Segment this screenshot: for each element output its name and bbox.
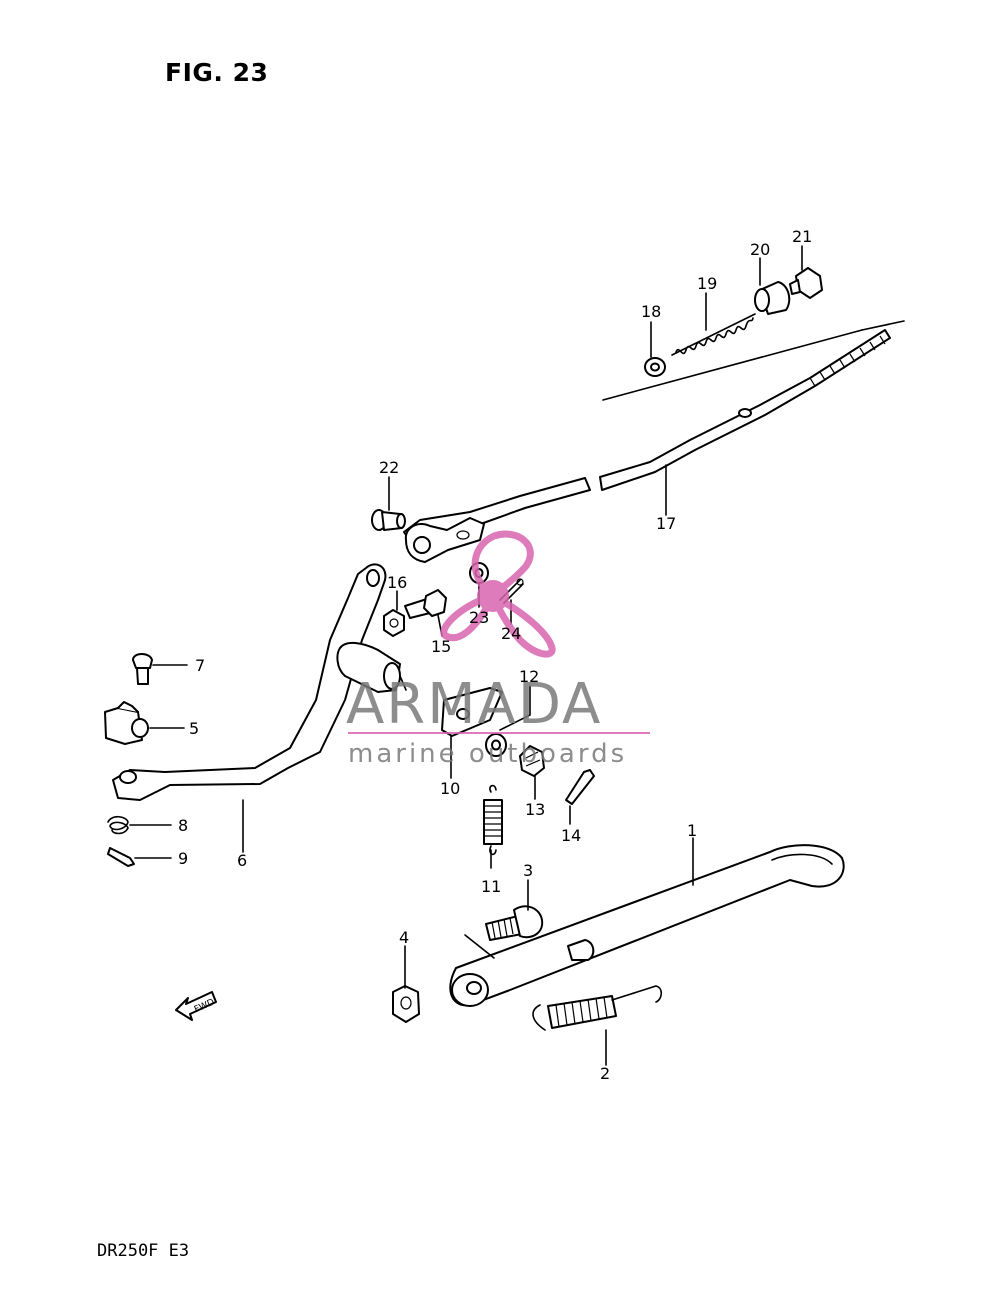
part-22-pin: [371, 509, 406, 531]
part-11-spring: [483, 784, 503, 856]
part-21-nut: [789, 267, 823, 299]
callout-1: 1: [687, 821, 697, 840]
callout-2: 2: [600, 1064, 610, 1083]
part-8-spring: [107, 815, 129, 835]
callout-15: 15: [431, 637, 451, 656]
watermark-brand: ARMADA: [346, 672, 602, 737]
callout-21: 21: [792, 227, 812, 246]
watermark-tagline: marine outboards: [348, 739, 627, 769]
fwd-arrow-icon: FWD: [175, 991, 217, 1021]
callout-7: 7: [195, 656, 205, 675]
callout-23: 23: [469, 608, 489, 627]
callout-5: 5: [189, 719, 199, 738]
callout-9: 9: [178, 849, 188, 868]
part-15-bolt: [404, 589, 447, 619]
callout-19: 19: [697, 274, 717, 293]
part-2-spring: [532, 985, 663, 1031]
callout-18: 18: [641, 302, 661, 321]
callout-16: 16: [387, 573, 407, 592]
part-16-nut: [383, 609, 405, 637]
callout-8: 8: [178, 816, 188, 835]
callout-20: 20: [750, 240, 770, 259]
part-13-nut: [519, 745, 545, 777]
part-17-brake-rod: [403, 320, 905, 563]
leader-lines: [129, 245, 803, 1066]
callout-11: 11: [481, 877, 501, 896]
part-6-brake-pedal: [112, 563, 407, 801]
part-5-switch: [104, 701, 149, 745]
model-label: DR250F E3: [97, 1241, 190, 1261]
callout-10: 10: [440, 779, 460, 798]
callout-17: 17: [656, 514, 676, 533]
callout-24: 24: [501, 624, 521, 643]
part-10-plate: [441, 687, 503, 737]
part-9-cotter-pin: [107, 847, 135, 867]
propeller-logo-icon: [440, 530, 556, 658]
callout-14: 14: [561, 826, 581, 845]
part-12-washer: [485, 733, 507, 757]
callout-6: 6: [237, 851, 247, 870]
part-3-bolt: [485, 905, 544, 941]
part-7-bolt: [132, 653, 153, 685]
callout-3: 3: [523, 861, 533, 880]
callout-4: 4: [399, 928, 409, 947]
part-18-washer: [644, 357, 666, 377]
part-20-joint: [754, 281, 791, 315]
figure-title: FIG. 23: [165, 58, 269, 87]
callout-labels: 1 2 3 4 5 6 7 8 9 10 11 12 13 14 15 16 1…: [178, 227, 812, 1083]
armada-watermark: ARMADA marine outboards: [346, 530, 650, 769]
callout-13: 13: [525, 800, 545, 819]
callout-12: 12: [519, 667, 539, 686]
part-19-spring: [671, 313, 756, 356]
part-14-cotter-pin: [565, 769, 595, 805]
callout-22: 22: [379, 458, 399, 477]
part-4-nut: [392, 985, 420, 1023]
part-1-side-stand: [449, 844, 845, 1007]
